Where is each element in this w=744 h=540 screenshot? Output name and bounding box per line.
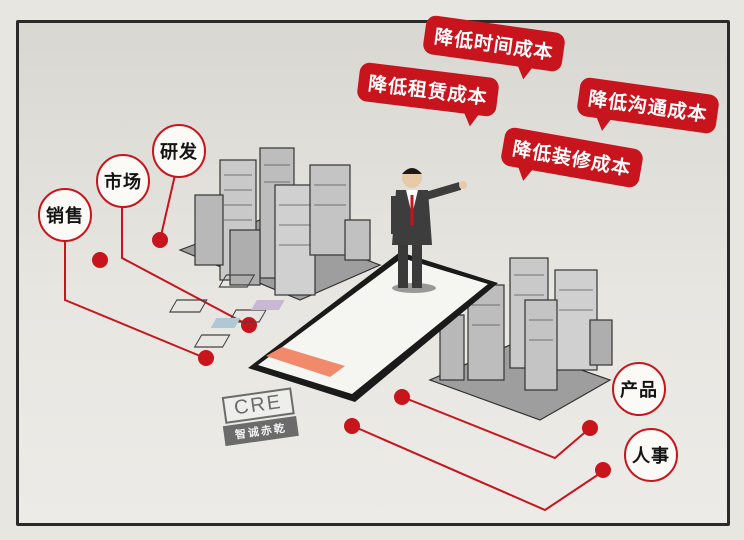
connector-lines [64, 161, 606, 512]
circle-product: 产品 [612, 362, 666, 416]
businessman-figure [391, 168, 467, 293]
dot-3 [198, 350, 214, 366]
dot-1 [92, 252, 108, 268]
connector-dots [92, 232, 611, 478]
dot-6 [344, 418, 360, 434]
left-city-block [178, 147, 382, 301]
cre-logo: CRE 智诚赤乾 [219, 387, 301, 449]
circle-marketing: 市场 [96, 154, 150, 208]
dot-4 [241, 317, 257, 333]
dot-8 [595, 462, 611, 478]
dot-2 [152, 232, 168, 248]
dot-7 [582, 420, 598, 436]
circle-sales: 销售 [38, 188, 92, 242]
dot-5 [394, 389, 410, 405]
phone [168, 252, 498, 402]
circle-hr: 人事 [624, 428, 678, 482]
circle-rnd: 研发 [152, 124, 206, 178]
